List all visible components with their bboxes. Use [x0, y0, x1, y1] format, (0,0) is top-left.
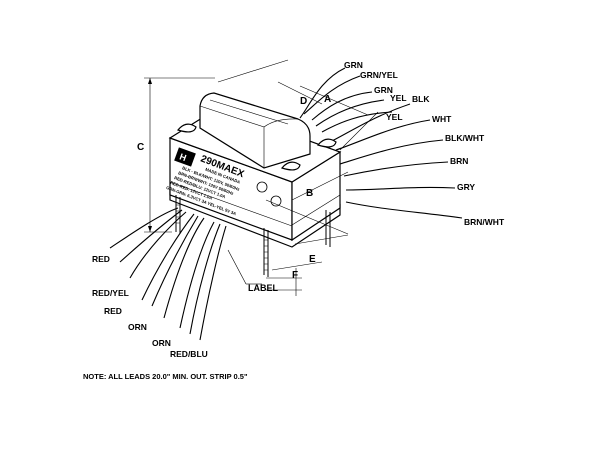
lead-label-right-grn-1: GRN	[344, 60, 363, 70]
svg-text:H: H	[178, 152, 188, 164]
lead-label-right-gry: GRY	[457, 182, 475, 192]
lead-label-right-yel-1: YEL	[390, 93, 407, 103]
manufacturer-logo: H	[174, 147, 196, 167]
lead-label-right-grn-yel: GRN/YEL	[360, 70, 398, 80]
dimension-e: E	[309, 254, 316, 265]
leads-note: NOTE: ALL LEADS 20.0" MIN. OUT. STRIP 0.…	[83, 372, 248, 381]
lead-label-left-orn-2: ORN	[152, 338, 171, 348]
lead-label-right-brn-wht: BRN/WHT	[464, 217, 505, 227]
lead-label-right-blk-wht: BLK/WHT	[445, 133, 485, 143]
lead-label-right-yel-2: YEL	[386, 112, 403, 122]
dimension-b: B	[306, 188, 313, 199]
transformer-body	[168, 92, 342, 277]
dimension-d: D	[300, 96, 307, 107]
lead-label-right-blk: BLK	[412, 94, 430, 104]
lead-label-right-grn-2: GRN	[374, 85, 393, 95]
lead-label-left-red-2: RED	[104, 306, 122, 316]
lead-label-left-orn-1: ORN	[128, 322, 147, 332]
lead-label-left-red-yel: RED/YEL	[92, 288, 129, 298]
dimension-lines	[144, 59, 379, 296]
lead-label-right-brn: BRN	[450, 156, 468, 166]
lead-label-left-red-1: RED	[92, 254, 110, 264]
lead-label-right-wht: WHT	[432, 114, 452, 124]
dimension-a: A	[324, 94, 331, 105]
dimension-f: F	[292, 270, 298, 281]
right-lead-wires	[299, 67, 463, 219]
ul-cert-mark-icon	[256, 181, 268, 193]
left-lead-wires	[109, 207, 227, 341]
csa-cert-mark-icon	[270, 195, 282, 207]
lead-label-left-red-blu: RED/BLU	[170, 349, 208, 359]
label-callout: LABEL	[248, 283, 278, 293]
dimension-c: C	[137, 142, 144, 153]
